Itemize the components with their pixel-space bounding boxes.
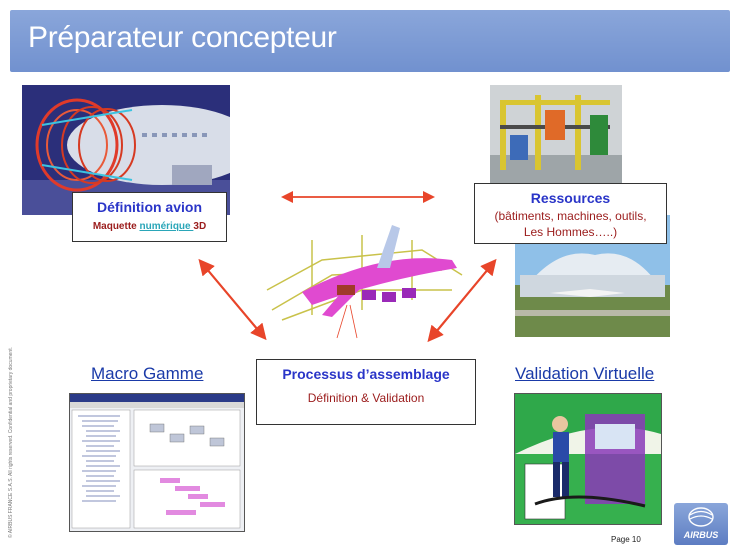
airbus-globe-icon [688, 507, 714, 527]
definition-line-part1: Maquette [92, 221, 140, 232]
factory-image [490, 85, 622, 185]
airbus-logo: AIRBUS [674, 503, 728, 545]
definition-box: Définition avion Maquette numérique 3D [72, 192, 227, 242]
validation-image [514, 393, 662, 525]
slide-title: Préparateur concepteur [28, 21, 337, 54]
resources-box: Ressources (bâtiments, machines, outils,… [474, 183, 667, 244]
assembly-image [262, 220, 467, 340]
resources-title: Ressources [530, 190, 611, 206]
resources-line2: Les Hommes…..) [523, 225, 618, 239]
numerique-link[interactable]: numérique [139, 221, 194, 232]
title-bar: Préparateur concepteur [10, 10, 730, 72]
copyright-text: © AIRBUS FRANCE S.A.S. All rights reserv… [8, 347, 14, 538]
definition-line: Maquette numérique 3D [73, 221, 226, 232]
definition-title: Définition avion [97, 199, 202, 215]
validation-virtuelle-link[interactable]: Validation Virtuelle [515, 364, 655, 383]
macro-gamme-image [69, 393, 245, 532]
logo-text: AIRBUS [683, 530, 719, 540]
process-box: Processus d’assemblage Définition & Vali… [256, 359, 476, 425]
process-title: Processus d’assemblage [282, 366, 450, 382]
resources-line1: (bâtiments, machines, outils, [494, 209, 647, 223]
page-number: Page 10 [611, 535, 641, 544]
process-subtitle: Définition & Validation [307, 391, 425, 405]
macro-gamme-link[interactable]: Macro Gamme [91, 364, 204, 383]
definition-line-part2: 3D [193, 221, 207, 232]
